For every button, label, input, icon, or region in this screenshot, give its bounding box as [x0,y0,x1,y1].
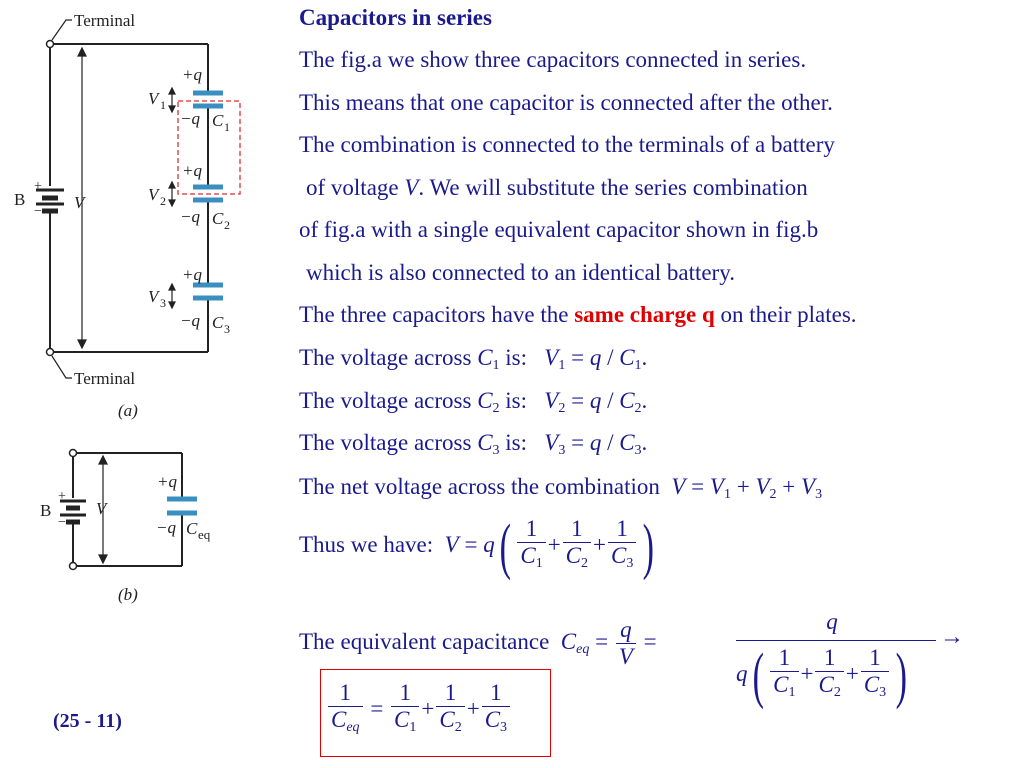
equiv-fraction-bar [736,640,936,641]
c3-plus-q: +q [182,265,202,284]
figure-a-caption: (a) [118,401,138,420]
net-voltage-line: The net voltage across the combination V… [299,474,823,502]
c1-label: C [212,111,224,130]
battery-label: B [14,190,25,209]
ceq-plus-q: +q [157,472,177,491]
c3-minus-q: −q [180,311,200,330]
same-charge-highlight: same charge q [574,302,715,327]
figure-b-caption: (b) [118,585,138,604]
c2-plus-q: +q [182,161,202,180]
ceq-sub: eq [198,527,211,542]
result-box [320,669,551,757]
v1-sub: 1 [160,98,166,112]
c1-minus-q: −q [180,109,200,128]
terminal-bottom-label: Terminal [74,369,135,388]
v3-label: V [148,287,161,306]
text-line-5: of fig.a with a single equivalent capaci… [299,217,819,242]
c3-sub: 3 [224,322,230,336]
c1-plus-q: +q [182,65,202,84]
b-voltage-label: V [96,499,109,518]
battery-minus: − [34,204,42,219]
figure-b: B + − V +q −q C eq (b) [40,448,211,604]
voltage-c3-line: The voltage across C3 is: V3 = q / C3. [299,430,648,458]
arrow-symbol: → [940,624,964,650]
b-battery-plus: + [58,489,66,504]
text-line-1: The fig.a we show three capacitors conne… [299,47,807,72]
v1-label: V [148,89,161,108]
battery-plus: + [34,179,42,194]
figure-a: Terminal Terminal B + − V +q −q +q −q +q… [14,11,241,420]
b-battery-minus: − [58,515,66,530]
voltage-c2-line: The voltage across C2 is: V2 = q / C2. [299,388,648,416]
ceq-minus-q: −q [156,518,176,537]
text-line-7: The three capacitors have the same charg… [299,302,857,327]
c2-sub: 2 [224,218,230,232]
terminal-top-label: Terminal [74,11,135,30]
v2-label: V [148,185,161,204]
text-line-4: of voltage V. We will substitute the ser… [306,175,808,200]
text-line-6: which is also connected to an identical … [306,260,735,285]
v2-sub: 2 [160,194,166,208]
c1-sub: 1 [224,120,230,134]
text-line-2: This means that one capacitor is connect… [299,90,833,115]
page-title: Capacitors in series [299,5,492,30]
ceq-label: C [186,519,198,538]
voltage-label: V [74,193,87,212]
v3-sub: 3 [160,296,166,310]
b-battery-label: B [40,501,51,520]
c3-label: C [212,313,224,332]
voltage-c1-line: The voltage across C1 is: V1 = q / C1. [299,345,648,373]
text-line-3: The combination is connected to the term… [299,132,835,157]
equiv-numerator: q [826,609,838,634]
equation-number: (25 - 11) [53,710,122,732]
c2-label: C [212,209,224,228]
c2-minus-q: −q [180,207,200,226]
